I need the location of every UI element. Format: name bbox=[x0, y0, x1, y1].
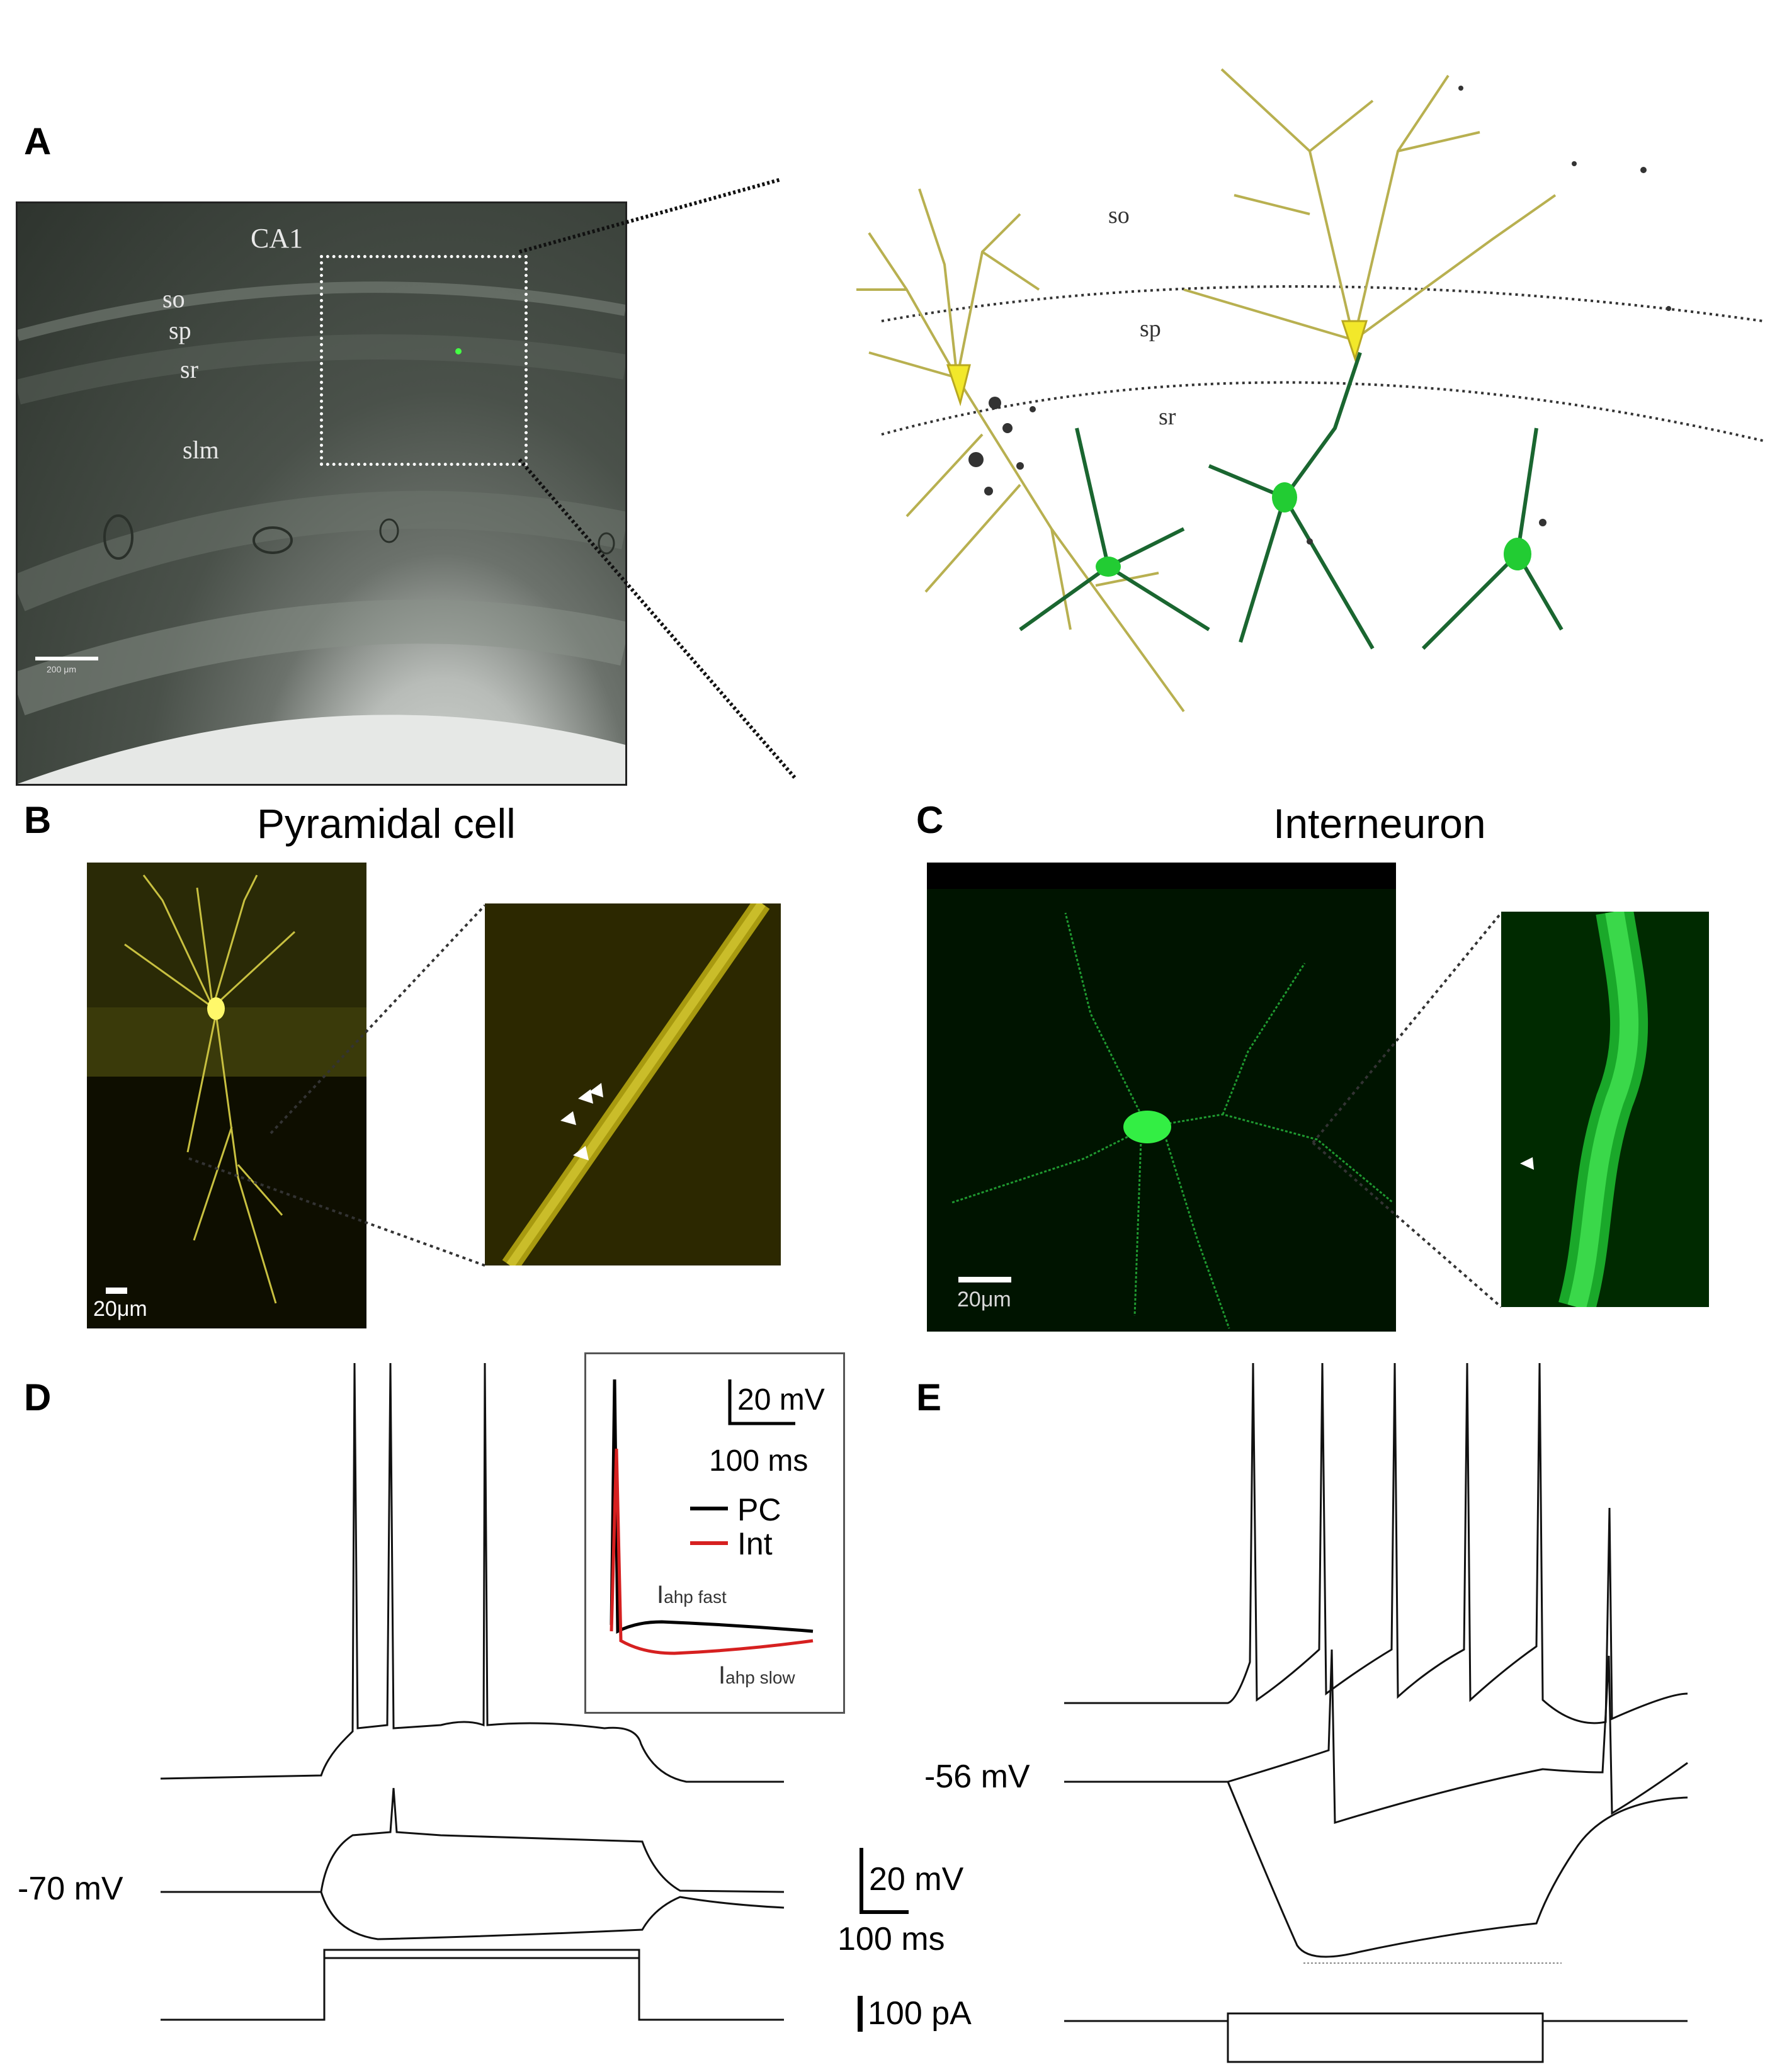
panel-c-label: C bbox=[916, 799, 944, 841]
legend-int: Int bbox=[737, 1526, 773, 1561]
pyramidal-scale-text: 20μm bbox=[93, 1297, 147, 1321]
layer-label-so: so bbox=[162, 285, 185, 313]
inset-scale-ms: 100 ms bbox=[709, 1444, 809, 1478]
legend-pc: PC bbox=[737, 1492, 781, 1527]
panel-d-resting-potential: -70 mV bbox=[18, 1871, 123, 1907]
panel-e-label: E bbox=[916, 1376, 942, 1418]
reconstruction-drawing bbox=[856, 68, 1764, 713]
interneuron-dendrite-drawing bbox=[1520, 912, 1649, 1307]
pyramidal-dendrite-zoom bbox=[485, 903, 781, 1265]
scale-ms-label: 100 ms bbox=[837, 1921, 945, 1957]
ahp-inset: 20 mV 100 ms PC Int Iahp fast Iahp slow bbox=[584, 1352, 845, 1714]
neuron-reconstruction: so sp sr bbox=[831, 25, 1776, 724]
interneuron-dendrite-zoom bbox=[1501, 912, 1709, 1307]
roi-box bbox=[320, 255, 528, 466]
panel-b-label: B bbox=[24, 799, 52, 841]
inset-scale-mv: 20 mV bbox=[737, 1383, 825, 1417]
iahp-slow-main: I bbox=[718, 1662, 726, 1689]
interneuron-image: 20μm bbox=[927, 863, 1396, 1332]
panel-d-label: D bbox=[24, 1376, 52, 1418]
iahp-fast-main: I bbox=[657, 1581, 664, 1609]
pyramidal-cell-drawing bbox=[87, 863, 366, 1304]
recon-layer-sp: sp bbox=[1140, 315, 1161, 342]
pyramidal-dendrite-drawing bbox=[502, 903, 770, 1265]
interneuron-scale-text: 20μm bbox=[957, 1288, 1011, 1311]
layer-label-slm: slm bbox=[183, 436, 219, 464]
panel-e-resting-potential: -56 mV bbox=[924, 1758, 1030, 1795]
interneuron-drawing bbox=[951, 912, 1393, 1329]
iahp-slow-sub: ahp slow bbox=[725, 1668, 795, 1687]
iahp-fast-sub: ahp fast bbox=[664, 1587, 727, 1607]
interneuron-top-band bbox=[927, 863, 1396, 889]
scale-bar-text: 200 μm bbox=[47, 664, 76, 674]
scale-bar bbox=[35, 657, 98, 660]
iahp-fast-label: Iahp fast bbox=[657, 1581, 727, 1609]
hippocampus-slice-image: CA1 so sp sr slm 200 μm bbox=[16, 201, 627, 786]
recon-layer-so: so bbox=[1108, 202, 1130, 229]
recon-layer-sr: sr bbox=[1159, 404, 1176, 430]
panel-a-label: A bbox=[24, 120, 52, 162]
region-label: CA1 bbox=[251, 223, 304, 254]
layer-label-sp: sp bbox=[169, 316, 191, 344]
iahp-slow-label: Iahp slow bbox=[718, 1662, 795, 1690]
scale-mv-label: 20 mV bbox=[869, 1861, 964, 1898]
panel-c-title: Interneuron bbox=[1273, 800, 1486, 847]
scale-pa-label: 100 pA bbox=[868, 1995, 972, 2032]
panel-b-title: Pyramidal cell bbox=[257, 800, 516, 847]
layer-label-sr: sr bbox=[180, 355, 198, 383]
pyramidal-cell-image: 20μm bbox=[87, 863, 366, 1328]
ahp-inset-traces bbox=[610, 1379, 814, 1655]
